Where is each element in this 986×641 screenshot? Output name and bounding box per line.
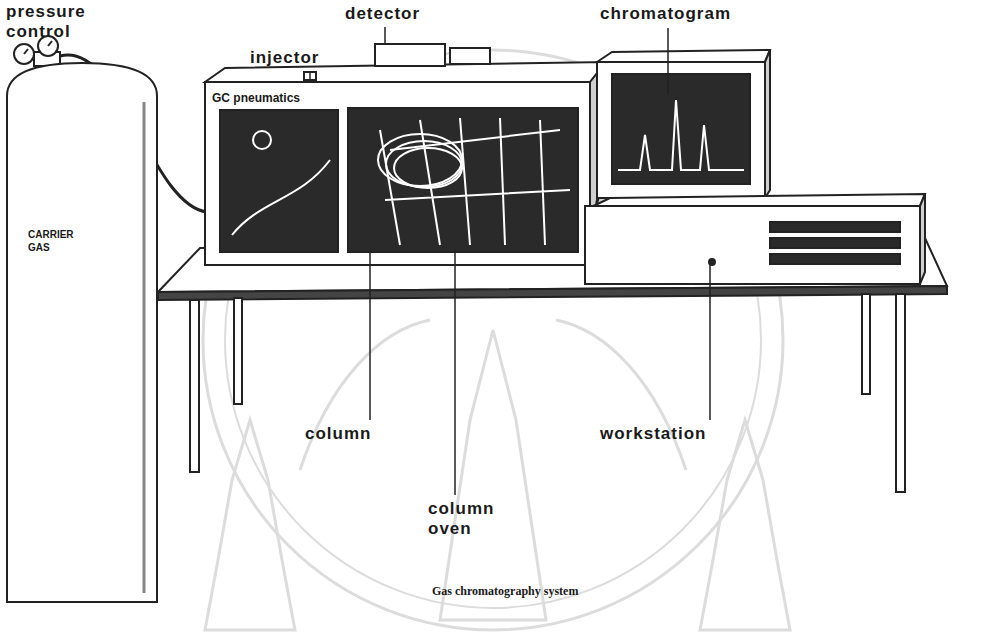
monitor — [597, 50, 770, 62]
gc-instrument — [348, 108, 578, 252]
gas-regulator — [14, 44, 34, 64]
part-label: GC pneumatics — [212, 91, 300, 106]
watermark — [205, 420, 295, 630]
cylinder-shading — [143, 102, 146, 593]
cylinder-body — [7, 63, 157, 602]
cylinder-outline — [6, 62, 158, 603]
part-label: column oven — [428, 499, 499, 539]
part-label: detector — [345, 4, 420, 24]
gc-instrument — [450, 48, 490, 64]
caption-holder: Gas chromatography system — [432, 584, 578, 599]
computer-box — [585, 194, 925, 284]
gas-cylinder: CARRIER GAS — [6, 62, 158, 603]
table — [234, 298, 242, 404]
monitor — [597, 62, 765, 198]
monitor — [612, 74, 750, 184]
label-holder: column oven — [428, 499, 499, 539]
cylinder-label: CARRIER GAS — [28, 228, 84, 254]
leader-line — [369, 250, 371, 420]
leader-line — [454, 250, 456, 495]
part-label: pressure control — [6, 2, 106, 42]
column-coil — [378, 118, 570, 245]
leader-line — [384, 27, 386, 43]
label-holder: detector — [345, 4, 435, 24]
table — [190, 300, 199, 472]
part-label: column — [305, 424, 371, 444]
part-label: injector — [250, 48, 319, 68]
pneumatics-gauge — [232, 131, 330, 235]
watermark — [300, 320, 686, 470]
watermark — [440, 330, 546, 620]
gc-instrument — [220, 110, 338, 252]
column-coil — [380, 118, 570, 245]
table — [896, 294, 905, 492]
watermark — [700, 420, 790, 630]
pneumatics-gauge — [232, 160, 330, 235]
gc-instrument — [304, 72, 316, 80]
label-holder: workstation — [600, 424, 730, 444]
computer-box — [770, 222, 900, 232]
watermark — [203, 50, 790, 630]
label-holder: injector — [250, 48, 340, 68]
label-holder: GC pneumatics — [212, 88, 342, 106]
computer-box — [585, 206, 920, 284]
column-coil — [378, 134, 462, 186]
label-holder: pressure control — [6, 2, 106, 42]
gas-regulator — [24, 49, 28, 54]
computer-box — [770, 254, 900, 264]
leader-line — [709, 264, 711, 420]
table — [158, 286, 947, 300]
monitor — [618, 100, 744, 170]
pneumatics-gauge — [253, 131, 271, 149]
watermark — [203, 50, 783, 630]
part-label: chromatogram — [600, 4, 731, 24]
caption: Gas chromatography system — [432, 584, 578, 599]
computer-box — [770, 238, 900, 248]
leader-line — [309, 71, 311, 80]
gc-instrument — [375, 44, 445, 66]
gc-instrument — [205, 44, 606, 265]
label-holder: column — [305, 424, 395, 444]
monitor — [597, 50, 770, 198]
gas-regulator — [48, 41, 52, 46]
label-holder: chromatogram — [600, 4, 750, 24]
part-label: workstation — [600, 424, 706, 444]
gc-instrument — [205, 82, 590, 265]
leader-line — [667, 28, 669, 95]
table — [862, 294, 870, 394]
